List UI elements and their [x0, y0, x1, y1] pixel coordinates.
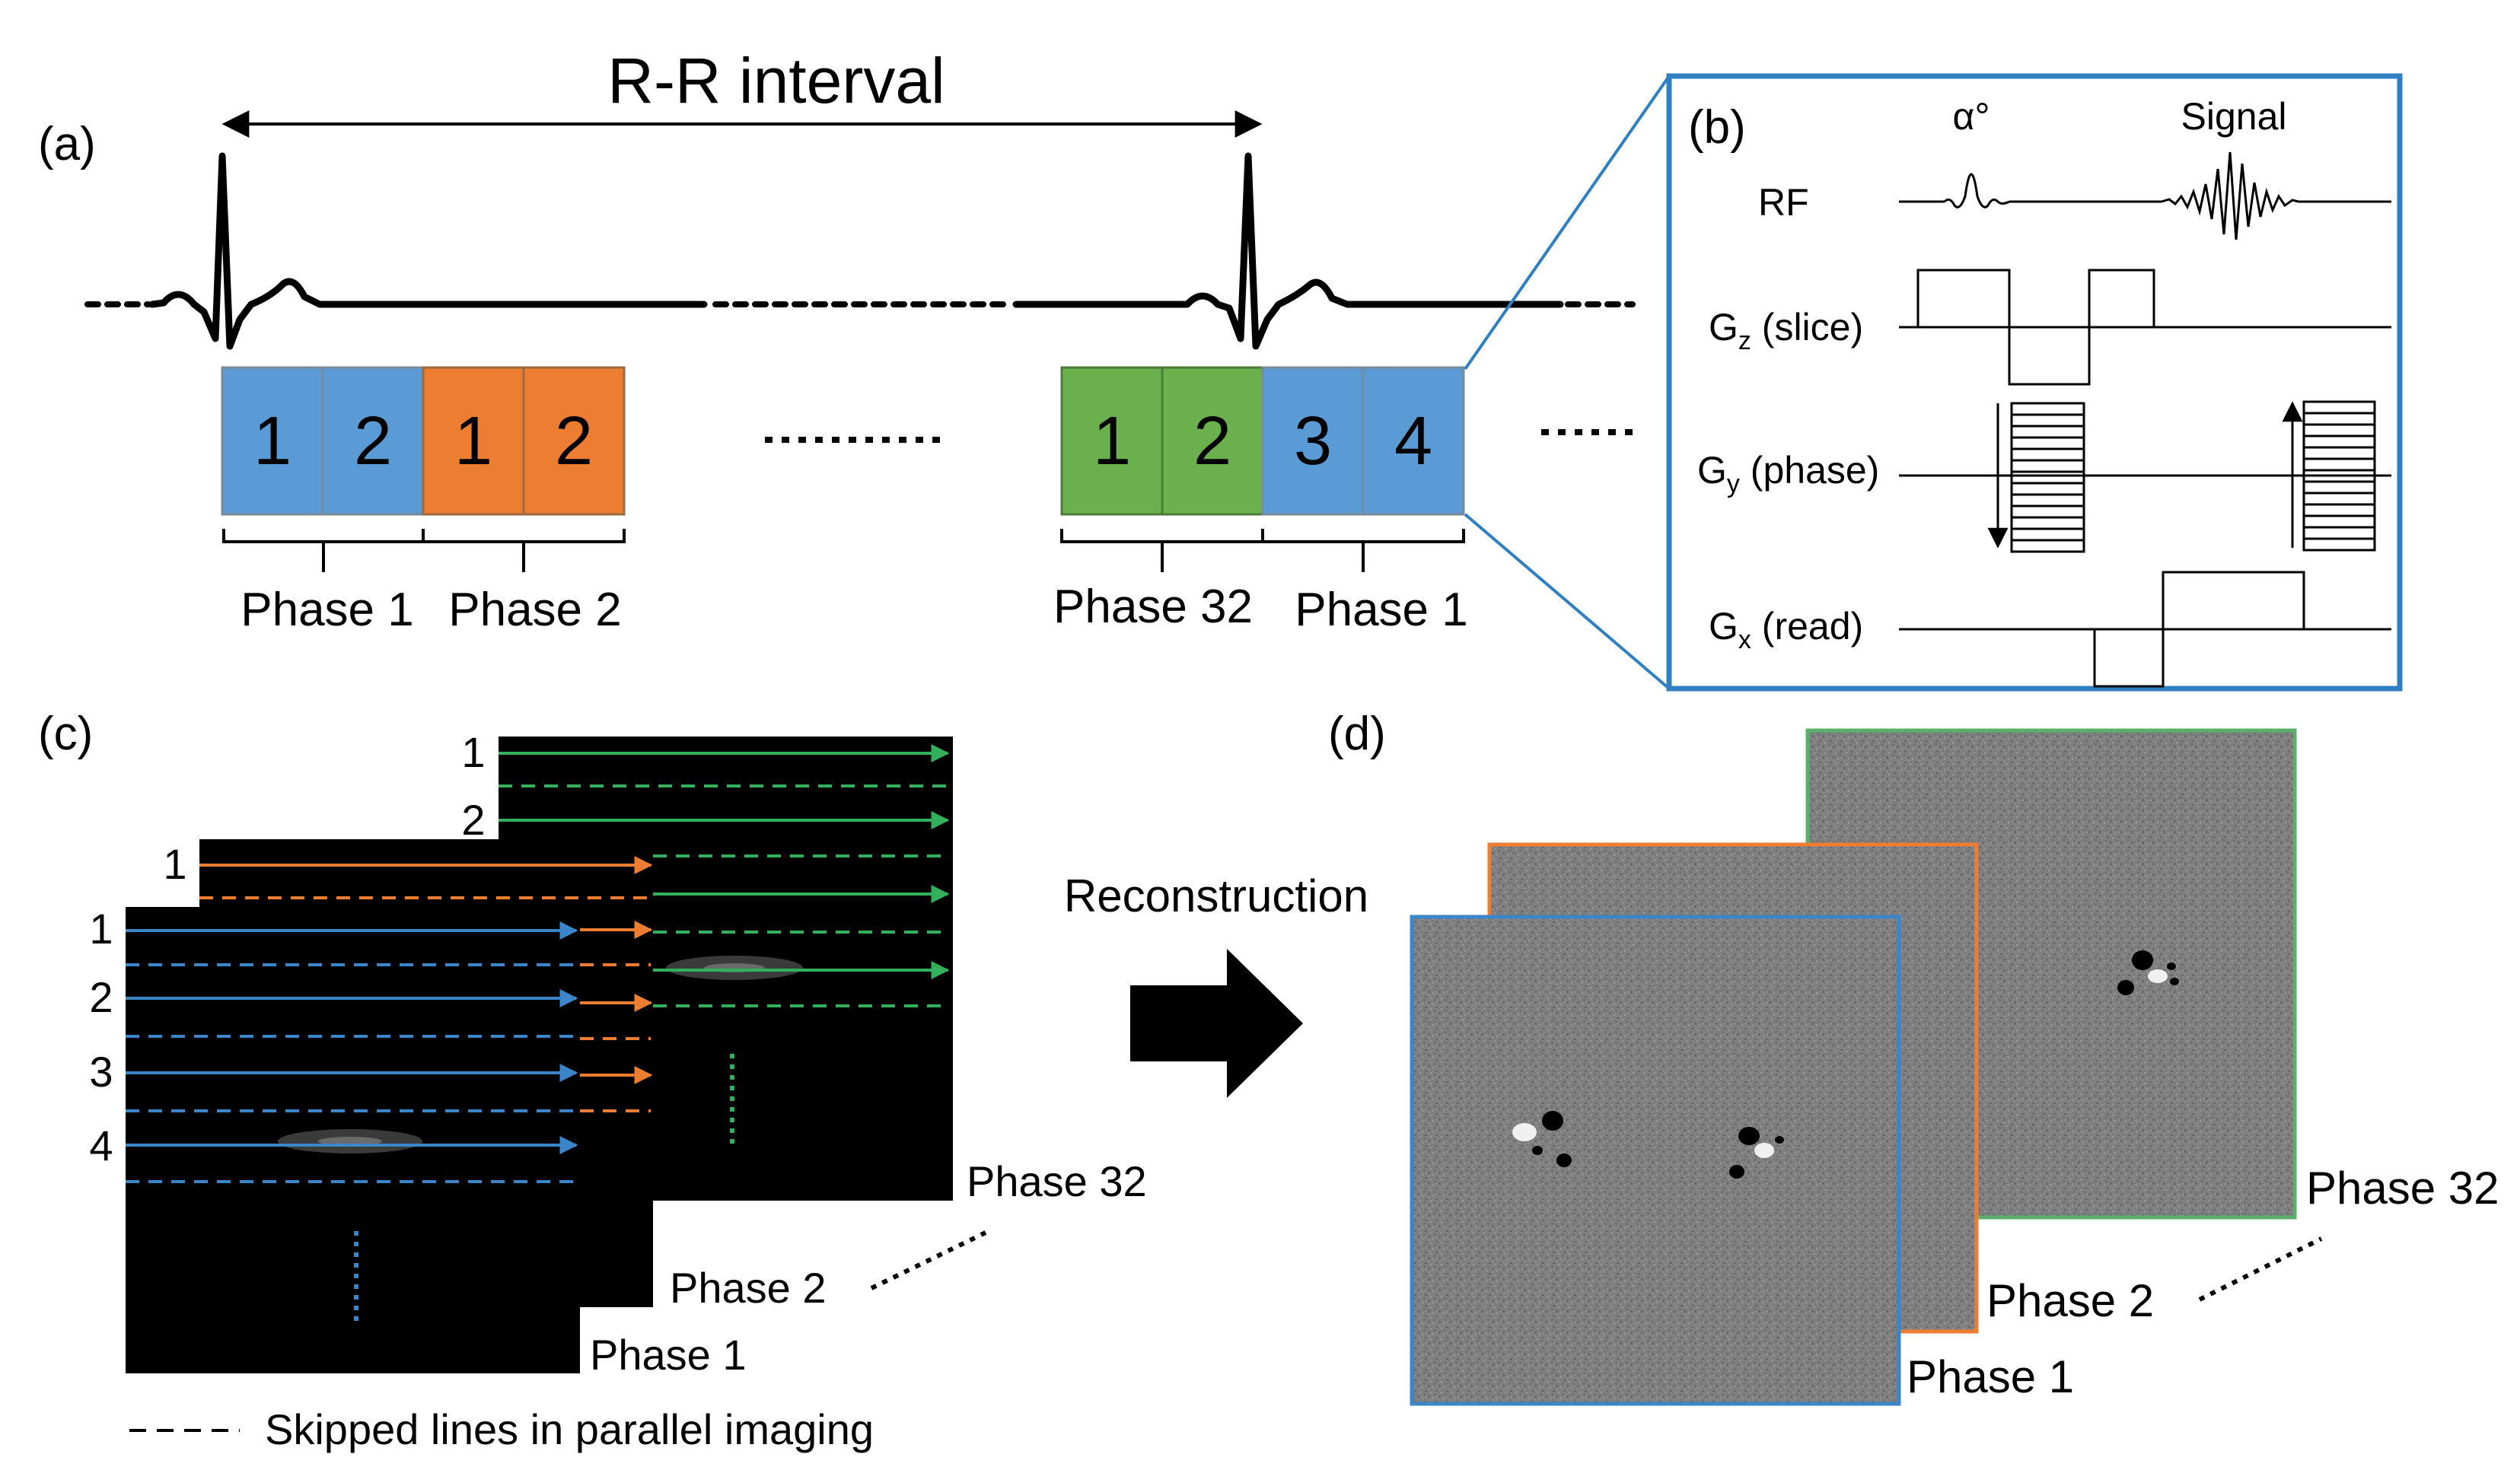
block-number: 4 — [1394, 403, 1432, 479]
gz-label: Gz (slice) — [1709, 306, 1863, 355]
recon-label: Phase 2 — [1986, 1275, 2154, 1326]
recon-label: Phase 32 — [2306, 1163, 2499, 1214]
phase-brackets — [222, 529, 1465, 572]
zoom-connector — [1464, 75, 1671, 371]
segment-blocks-group1: 1 2 1 2 — [221, 366, 626, 516]
block-number: 2 — [1193, 403, 1231, 479]
block-number: 2 — [555, 403, 593, 479]
kspace-line-number: 1 — [163, 840, 186, 888]
phase-label: Phase 1 — [241, 584, 414, 636]
block-number: 1 — [1093, 403, 1131, 479]
sequence-box — [1666, 73, 2403, 692]
reconstruction-label: Reconstruction — [1064, 870, 1368, 921]
block-number: 1 — [454, 403, 492, 479]
stack-label: Phase 32 — [967, 1157, 1147, 1205]
segment-block — [1362, 366, 1465, 516]
gx-label: Gx (read) — [1709, 605, 1863, 654]
kspace-line-number: 1 — [89, 905, 113, 953]
zoom-connector — [1464, 513, 1671, 690]
block-number: 2 — [354, 403, 392, 479]
kspace-line-number: 3 — [89, 1048, 113, 1096]
segment-block — [1060, 366, 1164, 516]
segment-block — [522, 366, 626, 516]
flip-angle-label: α° — [1953, 95, 1990, 138]
phase-label: Phase 32 — [1053, 581, 1253, 633]
gx-waveform — [1899, 571, 2391, 688]
kspace-line-number: 1 — [461, 728, 485, 776]
signal-label: Signal — [2181, 95, 2287, 138]
kspace-line-number: 2 — [89, 973, 113, 1021]
block-number: 3 — [1294, 403, 1332, 479]
panel-label-a: (a) — [38, 118, 96, 170]
gz-waveform — [1899, 269, 2391, 386]
recon-ellipsis — [2198, 1236, 2323, 1302]
stack-label: Phase 1 — [590, 1331, 747, 1379]
segment-block — [1161, 366, 1264, 516]
panel-label-b: (b) — [1688, 101, 1746, 154]
legend-text: Skipped lines in parallel imaging — [265, 1405, 874, 1453]
rf-waveform — [1899, 151, 2391, 240]
segment-blocks-group2: 1 2 3 4 — [1060, 366, 1465, 516]
gy-waveform — [1899, 400, 2391, 553]
rr-interval-label: R-R interval — [607, 45, 945, 116]
gy-label: Gy (phase) — [1697, 449, 1879, 498]
kspace-phase32: 1 2 — [461, 728, 953, 1201]
recon-image-phase1 — [1410, 915, 1901, 1406]
block-number: 1 — [253, 403, 292, 479]
ecg-trace — [84, 152, 1636, 350]
phase-label: Phase 1 — [1295, 584, 1468, 636]
panel-label-d: (d) — [1328, 708, 1386, 760]
kspace-phase1: 1 2 3 4 — [89, 905, 580, 1373]
rf-label: RF — [1758, 181, 1809, 224]
segment-block — [422, 366, 525, 516]
kspace-line-number: 4 — [89, 1122, 113, 1169]
reconstruction-arrow — [1130, 949, 1303, 1098]
kspace-line-number: 2 — [461, 796, 485, 844]
stack-label: Phase 2 — [670, 1264, 827, 1312]
segment-block — [221, 366, 324, 516]
segment-block — [321, 366, 425, 516]
stack-ellipsis — [870, 1230, 987, 1290]
phase-label: Phase 2 — [448, 584, 622, 636]
recon-label: Phase 1 — [1907, 1351, 2074, 1402]
panel-label-c: (c) — [38, 708, 93, 760]
